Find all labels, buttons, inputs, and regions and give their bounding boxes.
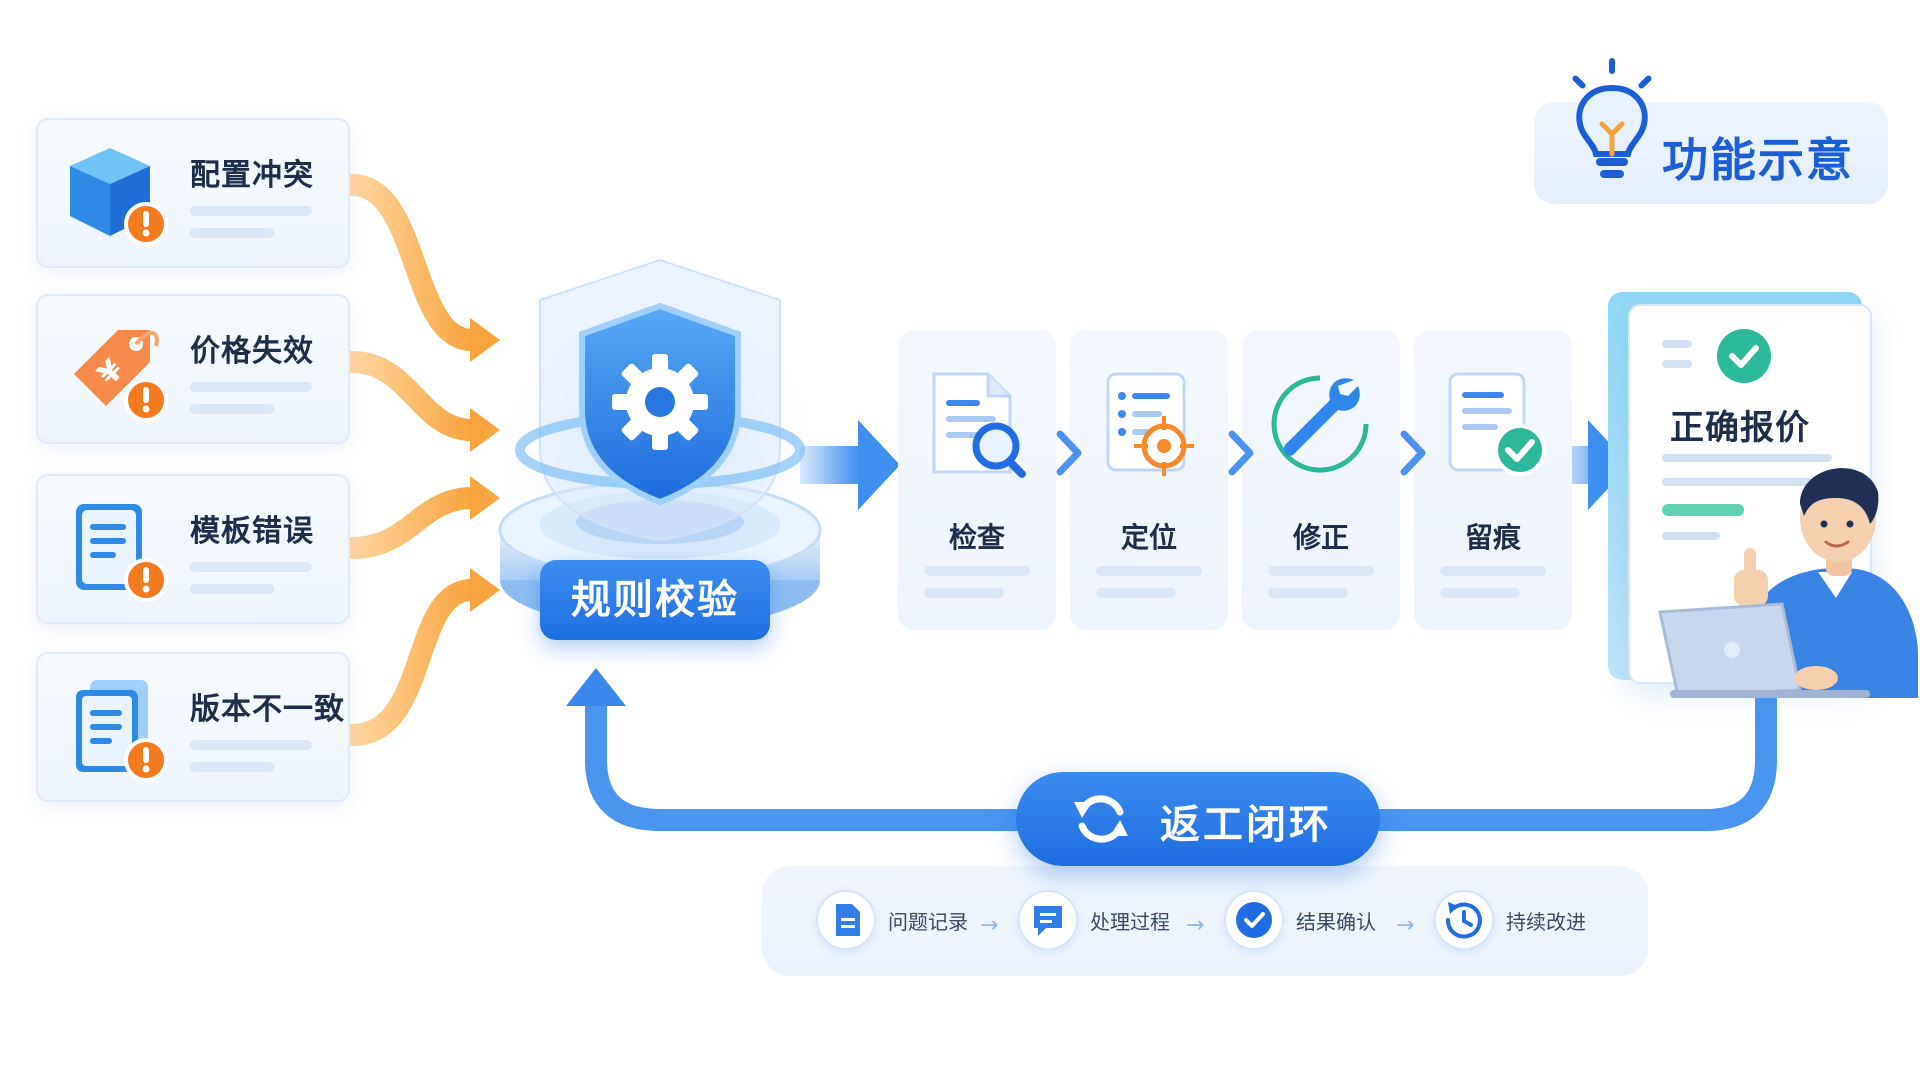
- issue-card-price-invalid: ¥ 价格失效: [36, 294, 350, 444]
- step-card-fix: 修正: [1242, 330, 1400, 630]
- step-label: 检查: [948, 521, 1005, 554]
- document-check-icon: [1428, 360, 1558, 490]
- issue-label: 价格失效: [190, 334, 314, 369]
- sub-step-label: 持续改进: [1506, 910, 1586, 934]
- sub-step-label: 处理过程: [1090, 910, 1170, 934]
- person-with-laptop-illustration: [1658, 468, 1918, 698]
- gear-icon: [612, 354, 708, 450]
- placeholder-line: [190, 206, 312, 216]
- sub-step-arrow: →: [980, 913, 999, 938]
- issue-card-template-error: 模板错误: [36, 474, 350, 624]
- sub-step-label: 结果确认: [1296, 910, 1376, 934]
- placeholder-line: [924, 566, 1030, 576]
- rule-check-badge: 规则校验: [540, 560, 770, 640]
- chevron-right-icon: [1228, 430, 1254, 476]
- rework-loop-label: 返工闭环: [1160, 802, 1332, 848]
- issue-label: 配置冲突: [190, 158, 314, 193]
- step-card-record: 留痕: [1414, 330, 1572, 630]
- issue-card-config-conflict: 配置冲突: [36, 118, 350, 268]
- placeholder-line: [1662, 532, 1720, 540]
- placeholder-line: [1662, 478, 1812, 486]
- placeholder-line: [1268, 588, 1348, 598]
- sub-step-arrow: →: [1186, 913, 1205, 938]
- placeholder-line: [190, 584, 274, 594]
- list-target-icon: [1084, 360, 1214, 490]
- result-label: 正确报价: [1670, 408, 1810, 448]
- orange-connector-3: [341, 476, 500, 559]
- sub-steps-bar: [762, 866, 1648, 976]
- placeholder-line: [1096, 566, 1202, 576]
- check-circle-icon: [1716, 328, 1772, 384]
- price-tag-warning-icon: ¥: [60, 316, 170, 426]
- highlight-line: [1662, 504, 1744, 516]
- orange-connector-2: [341, 351, 500, 452]
- orange-connector-1: [341, 174, 500, 362]
- wrench-icon: [1256, 360, 1386, 490]
- sub-step-label: 问题记录: [888, 910, 968, 934]
- chevron-right-icon: [1056, 430, 1082, 476]
- rework-loop-badge: 返工闭环: [1016, 772, 1380, 866]
- step-card-inspect: 检查: [898, 330, 1056, 630]
- step-label: 定位: [1120, 521, 1177, 554]
- placeholder-line: [190, 562, 312, 572]
- document-icon: [816, 890, 876, 950]
- cube-warning-icon: [60, 140, 170, 250]
- issue-label: 模板错误: [190, 514, 314, 549]
- placeholder-line: [190, 382, 312, 392]
- placeholder-line: [924, 588, 1004, 598]
- step-label: 修正: [1292, 521, 1349, 554]
- title-card: 功能示意: [1534, 58, 1888, 204]
- history-icon: [1434, 890, 1494, 950]
- placeholder-line: [1662, 340, 1692, 348]
- page-title: 功能示意: [1662, 133, 1854, 187]
- check-circle-icon: [1224, 890, 1284, 950]
- rework-loop-path: [566, 668, 1777, 831]
- lightbulb-icon: [1562, 58, 1662, 188]
- placeholder-line: [1662, 454, 1832, 462]
- issue-label: 版本不一致: [190, 692, 345, 727]
- placeholder-line: [1268, 566, 1374, 576]
- document-warning-icon: [60, 496, 170, 606]
- orange-connector-4: [341, 568, 500, 746]
- stacked-documents-warning-icon: [60, 674, 170, 784]
- placeholder-line: [190, 404, 274, 414]
- chevron-right-icon: [1400, 430, 1426, 476]
- placeholder-line: [1662, 360, 1692, 368]
- step-card-locate: 定位: [1070, 330, 1228, 630]
- sub-step-arrow: →: [1396, 913, 1415, 938]
- placeholder-line: [190, 228, 274, 238]
- chat-icon: [1018, 890, 1078, 950]
- step-label: 留痕: [1464, 521, 1521, 554]
- placeholder-line: [190, 740, 312, 750]
- placeholder-line: [1096, 588, 1176, 598]
- issue-card-version-mismatch: 版本不一致: [36, 652, 350, 802]
- placeholder-line: [1440, 566, 1546, 576]
- placeholder-line: [1440, 588, 1520, 598]
- placeholder-line: [190, 762, 274, 772]
- document-search-icon: [912, 360, 1042, 490]
- refresh-icon: [1070, 788, 1132, 850]
